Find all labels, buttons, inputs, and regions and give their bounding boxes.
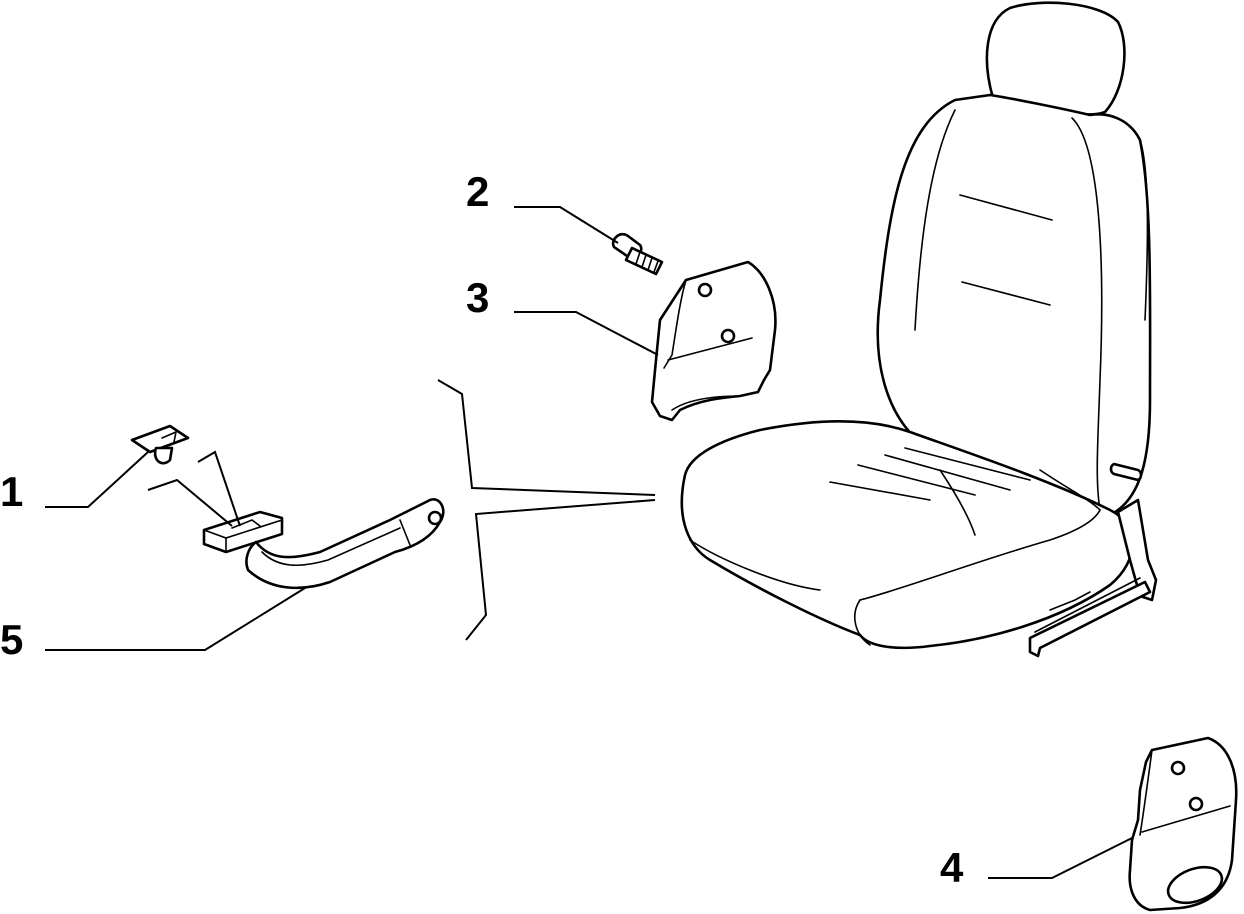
part-bolt (611, 232, 664, 276)
part-cover-lower (1128, 736, 1238, 912)
callout-number-4: 4 (940, 844, 964, 891)
part-release-handle (202, 498, 445, 590)
leader-3 (514, 311, 659, 356)
seat-recline-knob (1109, 462, 1143, 482)
leader-1 (45, 451, 149, 508)
callout-number-1: 1 (0, 468, 23, 515)
seat-backrest (876, 93, 1152, 517)
leader-5 (45, 587, 306, 651)
leader-2 (514, 206, 619, 244)
assembly-bracket (147, 379, 656, 641)
callout-number-2: 2 (466, 168, 489, 215)
callout-number-5: 5 (0, 616, 23, 663)
part-clip (130, 424, 190, 465)
callout-number-3: 3 (466, 274, 489, 321)
leader-4 (988, 837, 1133, 879)
seat-side-frame (1116, 498, 1158, 602)
seat-illustration (680, 1, 1158, 658)
callout-leaders (45, 206, 1133, 879)
part-cover-upper (650, 260, 777, 422)
seat-rail (1028, 580, 1152, 658)
